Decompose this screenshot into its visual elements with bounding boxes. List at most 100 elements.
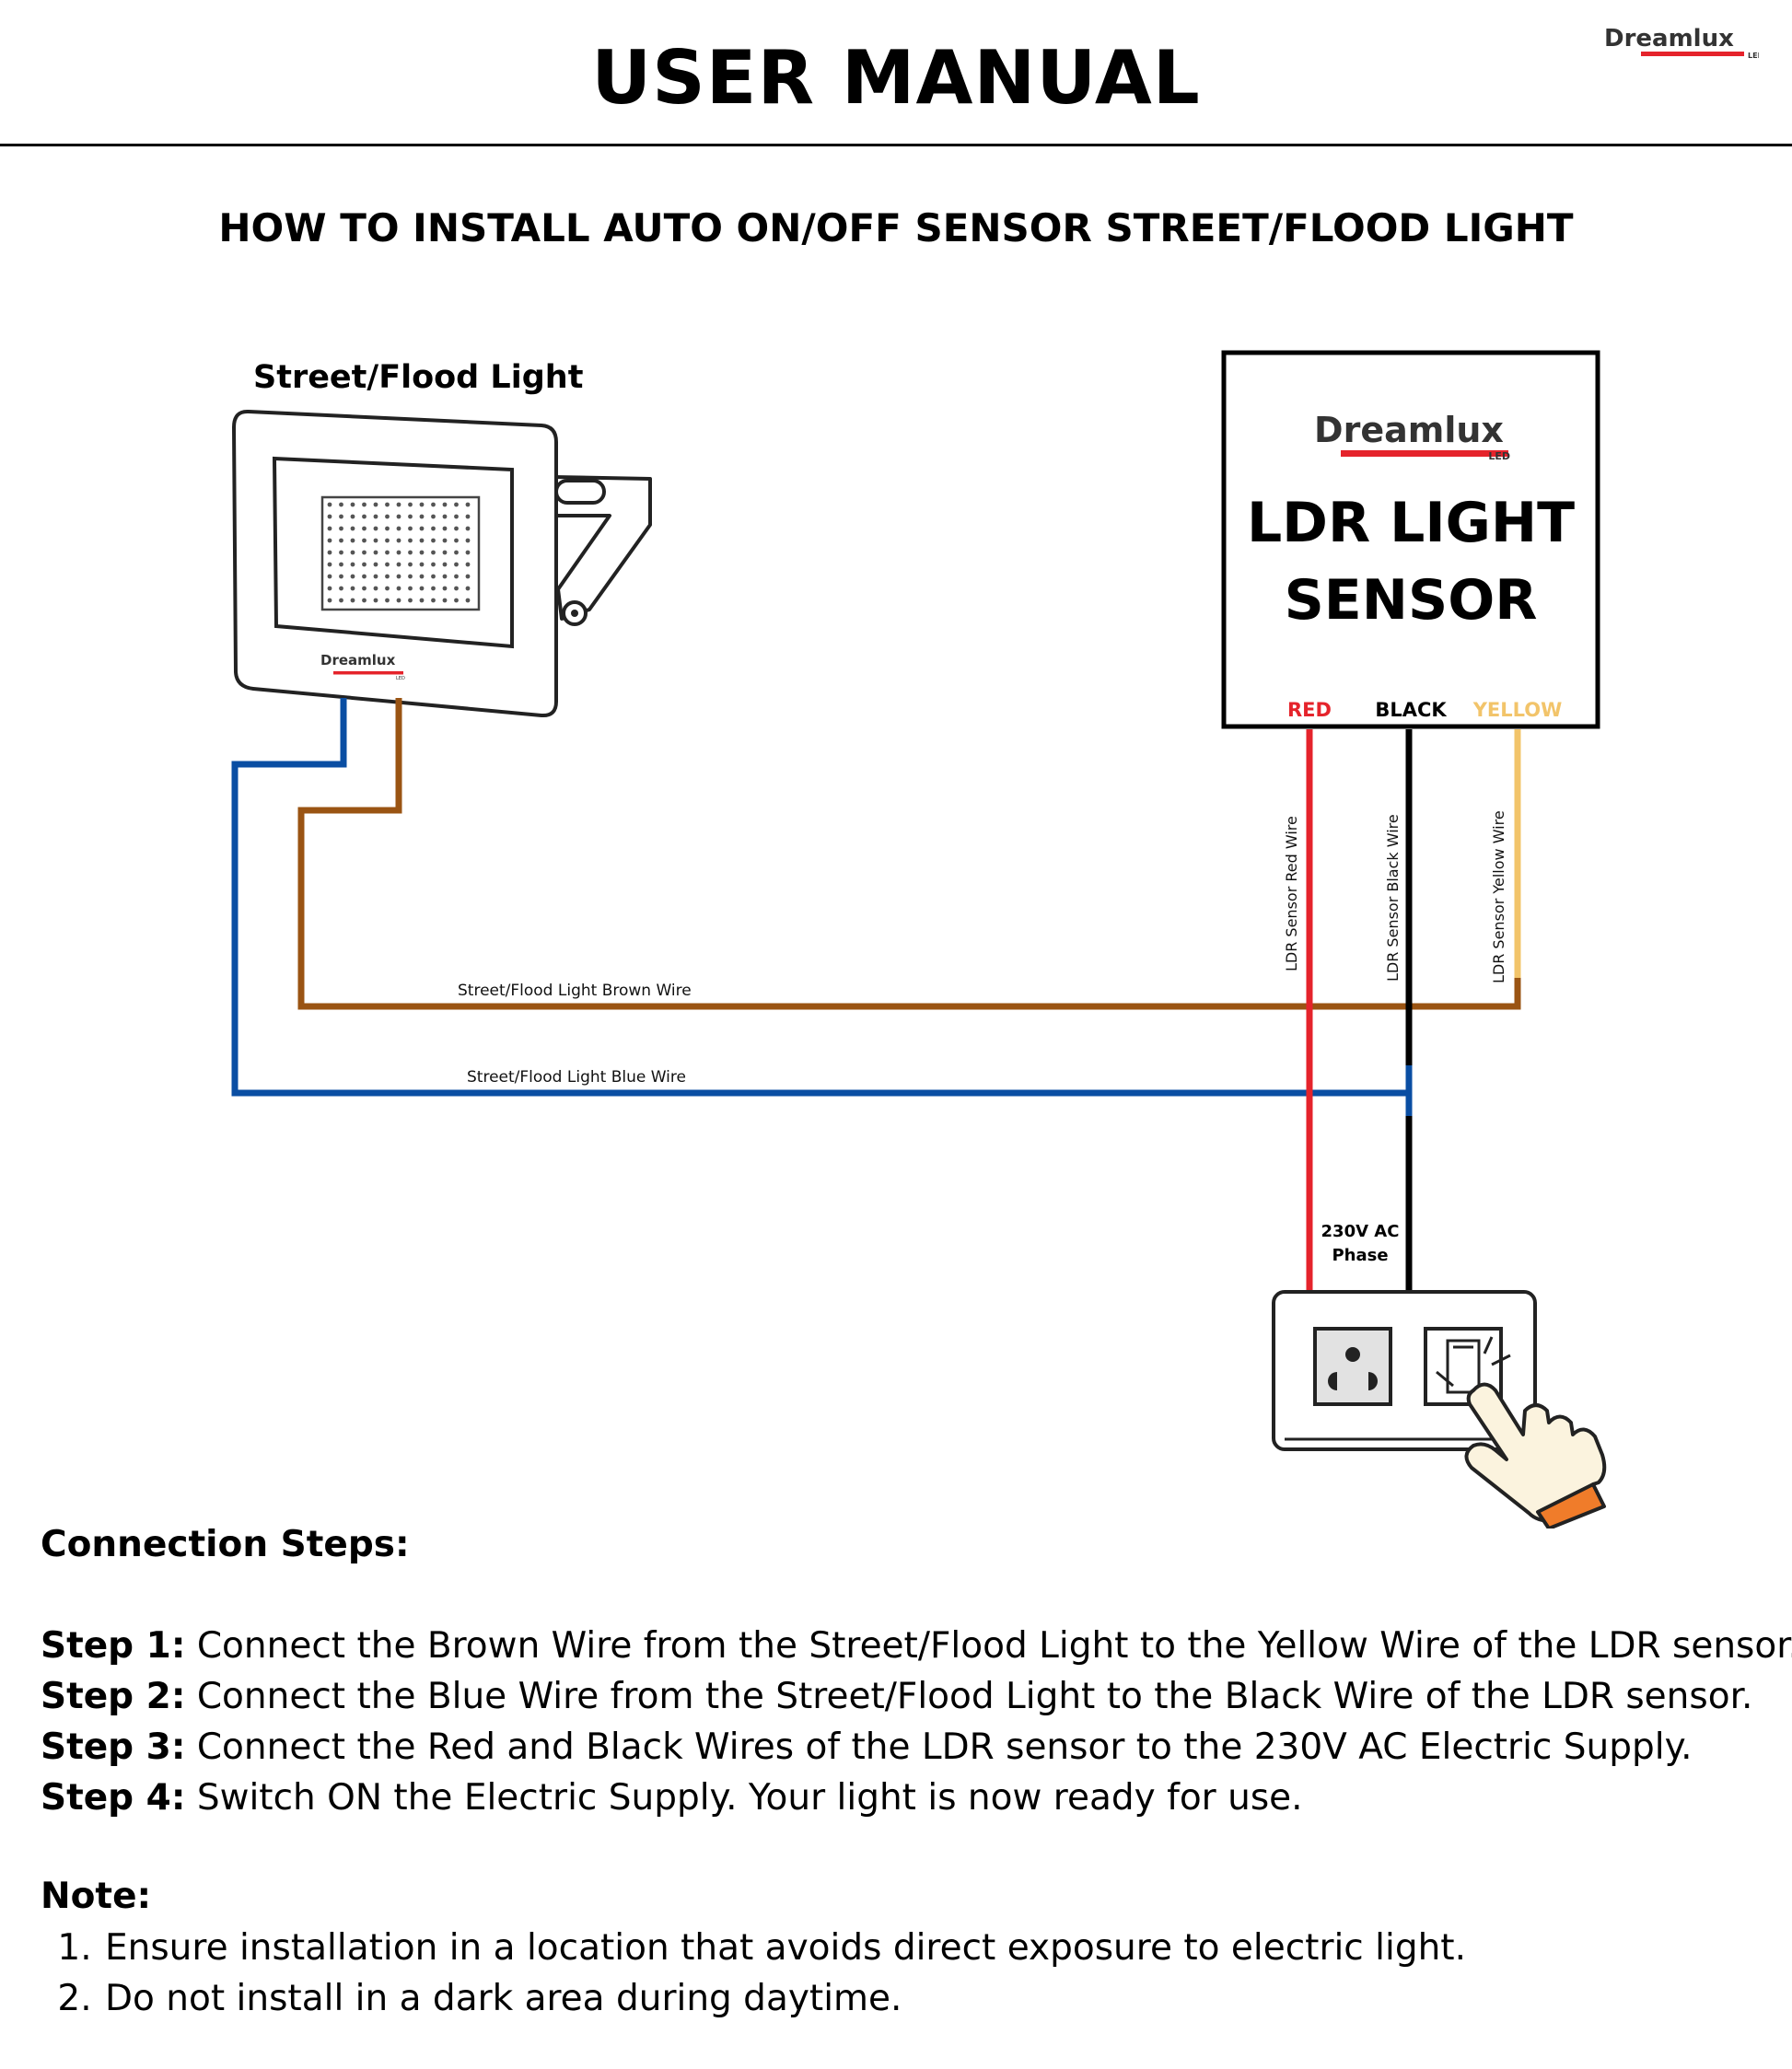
led-dot xyxy=(373,502,378,507)
led-dot xyxy=(454,526,459,531)
brand-logo-text: Dreamlux xyxy=(1604,25,1734,52)
sensor-yellow-label: YELLOW xyxy=(1472,699,1563,721)
led-dot xyxy=(385,526,390,531)
led-dot xyxy=(465,598,471,603)
header-divider xyxy=(0,144,1792,146)
led-dot xyxy=(327,550,332,555)
led-dot xyxy=(373,538,378,543)
blue-wire-label: Street/Flood Light Blue Wire xyxy=(467,1068,686,1087)
led-dot xyxy=(431,514,436,519)
steps-heading: Connection Steps: xyxy=(41,1524,410,1565)
led-dot xyxy=(373,598,378,603)
led-dot xyxy=(454,598,459,603)
led-dot xyxy=(442,538,448,543)
led-dot xyxy=(431,586,436,591)
led-dot xyxy=(465,502,471,507)
step-3: Step 3: Connect the Red and Black Wires … xyxy=(41,1722,1772,1773)
led-dot xyxy=(454,586,459,591)
supply-label-line2: Phase xyxy=(1332,1246,1388,1265)
led-dot xyxy=(442,526,448,531)
led-dot xyxy=(431,550,436,555)
led-dot xyxy=(454,538,459,543)
led-dot xyxy=(419,586,425,591)
sensor-title-line2: SENSOR xyxy=(1285,568,1538,633)
led-dot xyxy=(327,574,332,579)
led-dot xyxy=(362,550,367,555)
flood-light-label: Street/Flood Light xyxy=(253,359,584,396)
led-dot xyxy=(419,562,425,567)
step-text: Connect the Red and Black Wires of the L… xyxy=(185,1726,1693,1768)
led-dot xyxy=(327,538,332,543)
led-dot xyxy=(465,514,471,519)
led-dot xyxy=(350,574,355,579)
led-dot xyxy=(396,514,401,519)
led-dot xyxy=(339,574,343,579)
led-dot xyxy=(339,562,343,567)
sensor-black-label: BLACK xyxy=(1375,699,1447,721)
led-dot xyxy=(442,502,448,507)
socket-icon xyxy=(1313,1327,1392,1406)
wiring-diagram: Dreamlux LED Street/Flood Light Brown Wi… xyxy=(231,350,1607,1529)
led-dot xyxy=(396,586,401,591)
sensor-logo: Dreamlux xyxy=(1314,410,1504,450)
led-dot xyxy=(396,574,401,579)
led-dot xyxy=(431,526,436,531)
led-dot xyxy=(419,574,425,579)
led-dot xyxy=(385,574,390,579)
led-dot xyxy=(396,502,401,507)
led-dot xyxy=(362,526,367,531)
brand-logo: Dreamlux LED xyxy=(1604,25,1759,60)
sensor-logo-bar xyxy=(1341,450,1508,457)
led-dot xyxy=(454,562,459,567)
led-dot xyxy=(339,538,343,543)
led-dot xyxy=(327,514,332,519)
flood-light-logo: Dreamlux xyxy=(320,652,396,668)
led-dot xyxy=(454,574,459,579)
connection-steps: Connection Steps: Step 1: Connect the Br… xyxy=(41,1519,1792,2024)
note-item: Ensure installation in a location that a… xyxy=(103,1923,1772,1973)
note-list: Ensure installation in a location that a… xyxy=(41,1923,1772,2024)
brown-wire xyxy=(297,698,1521,1010)
led-dot xyxy=(408,562,413,567)
led-dot xyxy=(408,550,413,555)
led-dot xyxy=(396,550,401,555)
led-dot xyxy=(385,586,390,591)
led-dot xyxy=(339,598,343,603)
led-dot xyxy=(442,598,448,603)
led-dot xyxy=(408,586,413,591)
led-dot xyxy=(373,574,378,579)
led-dot xyxy=(327,586,332,591)
led-dot xyxy=(339,526,343,531)
step-label: Step 4: xyxy=(41,1777,186,1819)
led-dot xyxy=(350,562,355,567)
led-dot xyxy=(465,538,471,543)
note-heading: Note: xyxy=(41,1876,152,1917)
led-grid xyxy=(327,502,471,603)
red-wire-label: LDR Sensor Red Wire xyxy=(1283,816,1300,971)
step-1: Step 1: Connect the Brown Wire from the … xyxy=(41,1621,1792,1671)
step-text: Connect the Blue Wire from the Street/Fl… xyxy=(185,1676,1753,1717)
led-dot xyxy=(350,514,355,519)
note-item: Do not install in a dark area during day… xyxy=(103,1973,1772,2024)
led-dot xyxy=(327,526,332,531)
led-dot xyxy=(373,526,378,531)
led-dot xyxy=(442,586,448,591)
led-dot xyxy=(362,562,367,567)
sensor-red-label: RED xyxy=(1287,699,1332,721)
brown-wire-label: Street/Flood Light Brown Wire xyxy=(458,982,692,1000)
led-dot xyxy=(373,562,378,567)
hand-pointer-icon xyxy=(1464,1382,1607,1529)
led-dot xyxy=(396,562,401,567)
step-4: Step 4: Switch ON the Electric Supply. Y… xyxy=(41,1773,1772,1823)
led-dot xyxy=(350,598,355,603)
step-label: Step 1: xyxy=(41,1625,186,1667)
page-title: USER MANUAL xyxy=(591,35,1201,121)
led-dot xyxy=(396,598,401,603)
led-dot xyxy=(362,502,367,507)
led-dot xyxy=(339,550,343,555)
led-dot xyxy=(431,562,436,567)
led-dot xyxy=(396,538,401,543)
led-dot xyxy=(385,514,390,519)
led-dot xyxy=(454,550,459,555)
led-dot xyxy=(431,502,436,507)
